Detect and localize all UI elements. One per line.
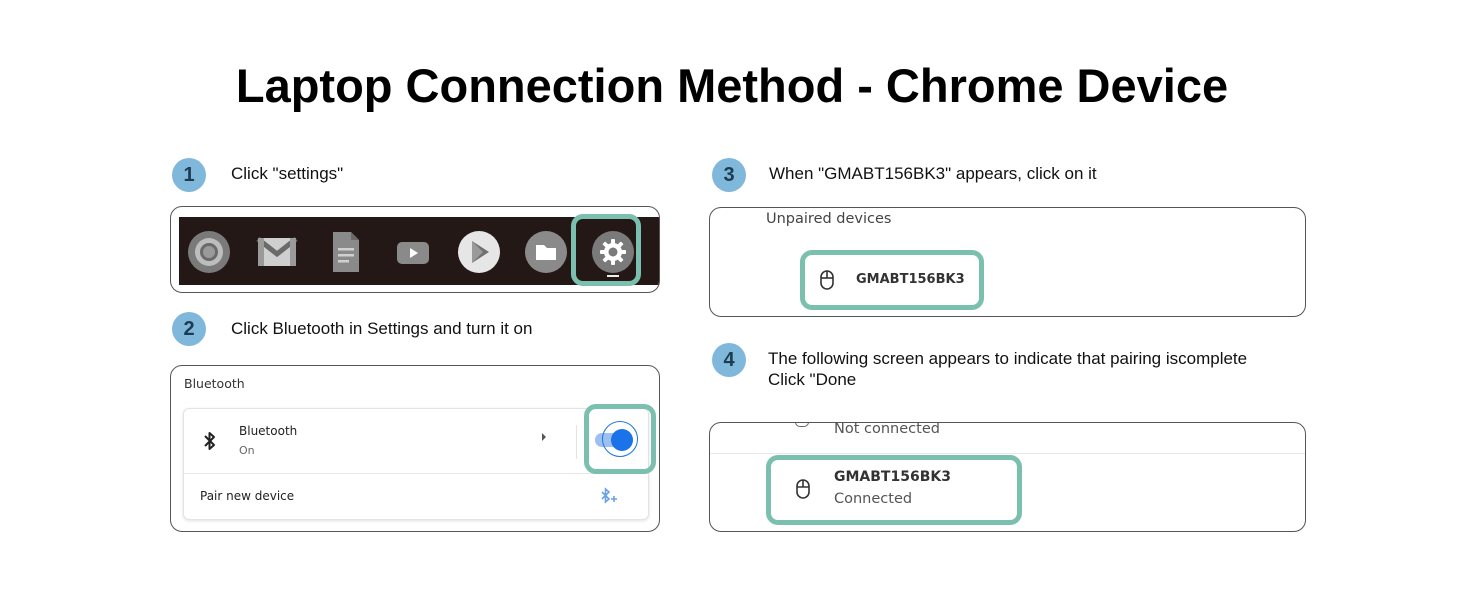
active-app-indicator [607, 275, 619, 277]
step-1-badge: 1 [172, 158, 206, 192]
paired-device-name[interactable]: GMABT156BK3 [834, 469, 951, 485]
step-2-badge: 2 [172, 312, 206, 346]
bluetooth-row-title: Bluetooth [239, 424, 298, 438]
mouse-icon [820, 270, 834, 295]
unpaired-devices-panel: Unpaired devices GMABT156BK3 [709, 207, 1306, 317]
settings-icon[interactable] [591, 230, 635, 274]
paired-device-status: Connected [834, 491, 913, 507]
paired-devices-panel: Not connected GMABT156BK3 Connected [709, 422, 1306, 532]
play-store-icon[interactable] [457, 230, 501, 274]
bluetooth-row-status: On [239, 444, 255, 457]
connected-device-highlight [766, 455, 1022, 525]
bluetooth-icon [202, 431, 218, 456]
mouse-icon-partial [795, 423, 809, 427]
row-divider [576, 425, 577, 459]
step-3-badge: 3 [712, 158, 746, 192]
unpaired-device-name[interactable]: GMABT156BK3 [856, 272, 965, 287]
chrome-icon[interactable] [187, 230, 231, 274]
step-4-text-line1: The following screen appears to indicate… [768, 349, 1248, 368]
card-divider [184, 473, 648, 474]
shelf-panel [170, 206, 660, 293]
step-2-text: Click Bluetooth in Settings and turn it … [231, 319, 533, 338]
list-divider [710, 453, 1305, 454]
step-4-text: The following screen appears to indicate… [768, 348, 1247, 390]
unpaired-devices-header: Unpaired devices [766, 211, 892, 227]
bluetooth-add-icon[interactable] [599, 487, 619, 510]
gmail-icon[interactable] [255, 230, 299, 274]
bluetooth-section-title: Bluetooth [184, 376, 245, 391]
step-3-text: When "GMABT156BK3" appears, click on it [769, 164, 1097, 183]
bluetooth-settings-panel: Bluetooth Bluetooth On Pair new device [170, 365, 660, 532]
chromeos-shelf [179, 217, 659, 285]
step-4-badge: 4 [712, 343, 746, 377]
toggle-focus-ring [602, 421, 638, 457]
step-4-text-line2: Click "Done [768, 370, 857, 389]
page-title: Laptop Connection Method - Chrome Device [235, 59, 1229, 112]
device-highlight [800, 250, 984, 310]
files-icon[interactable] [524, 230, 568, 274]
toggle-highlight [584, 404, 656, 474]
youtube-icon[interactable] [391, 230, 435, 274]
settings-highlight [571, 214, 641, 286]
step-1-text: Click "settings" [231, 164, 344, 183]
mouse-icon [796, 479, 810, 504]
pair-new-device-label[interactable]: Pair new device [200, 489, 295, 503]
previous-device-status: Not connected [834, 422, 940, 437]
chevron-right-icon[interactable] [540, 431, 548, 446]
bluetooth-card: Bluetooth On Pair new device [183, 408, 649, 520]
docs-icon[interactable] [323, 230, 367, 274]
